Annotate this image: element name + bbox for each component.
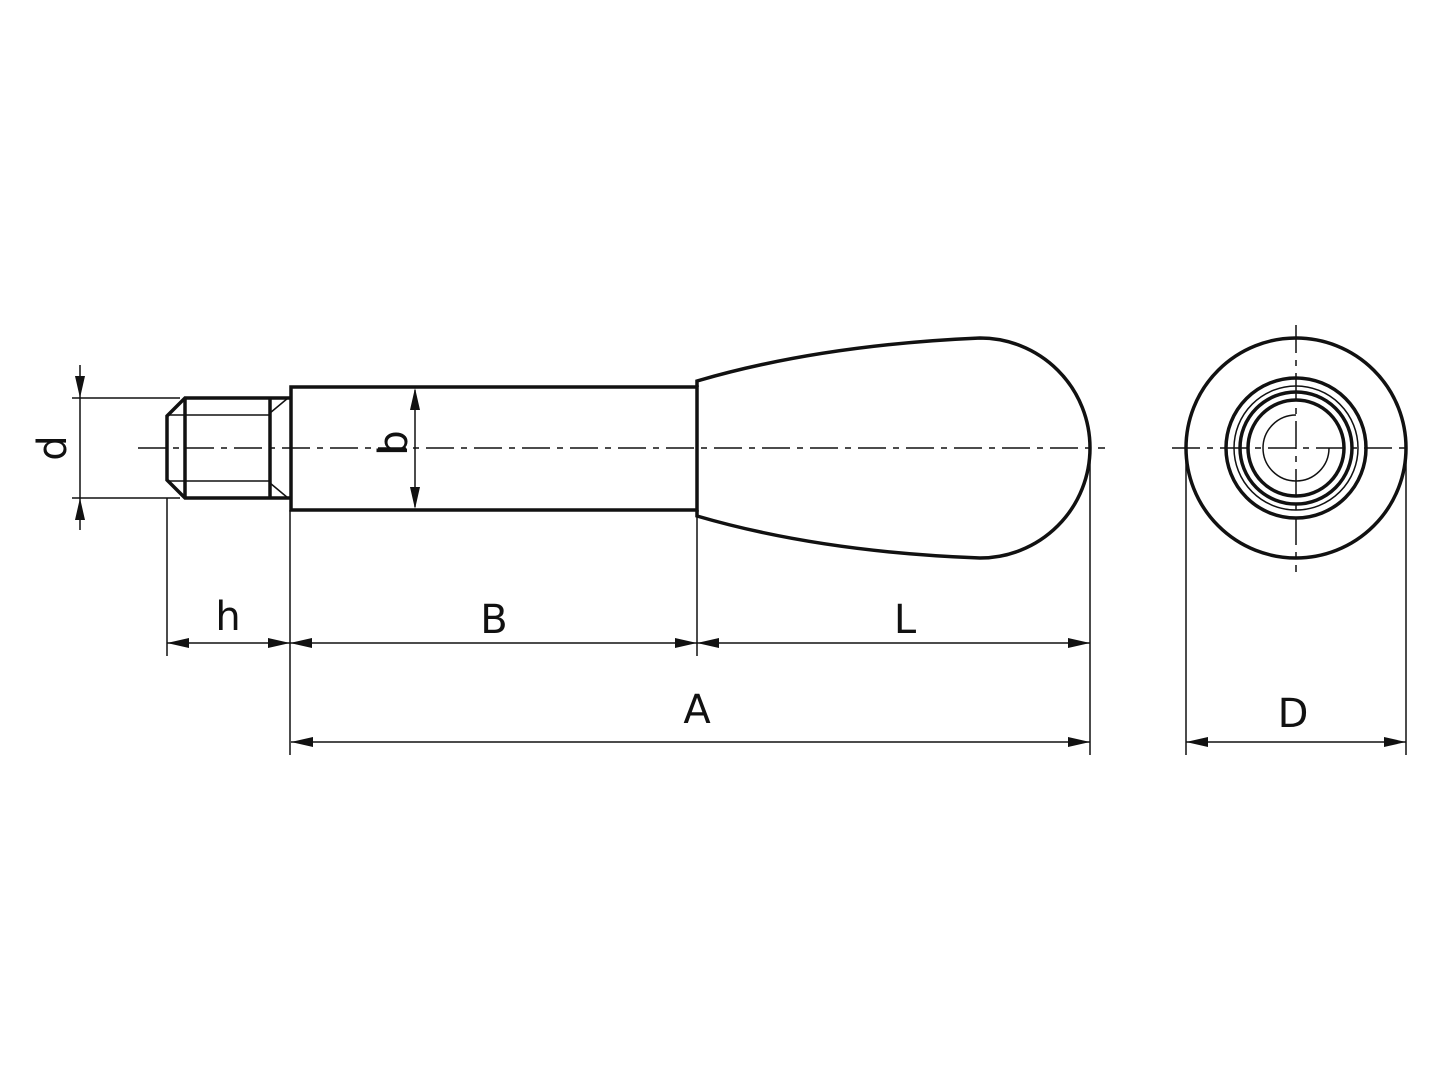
label-b: b [371, 430, 417, 455]
shank [289, 385, 699, 512]
grip [695, 336, 1092, 560]
label-A: A [683, 687, 711, 733]
label-h: h [215, 594, 240, 640]
extension-lines [72, 397, 1407, 755]
arrowheads [75, 376, 1406, 747]
label-d: d [30, 435, 76, 460]
dimension-lines [79, 365, 1406, 743]
threaded-stud [165, 396, 290, 500]
end-view [1184, 336, 1408, 560]
label-L: L [894, 597, 917, 643]
label-B: B [480, 597, 507, 643]
label-D: D [1278, 691, 1309, 737]
